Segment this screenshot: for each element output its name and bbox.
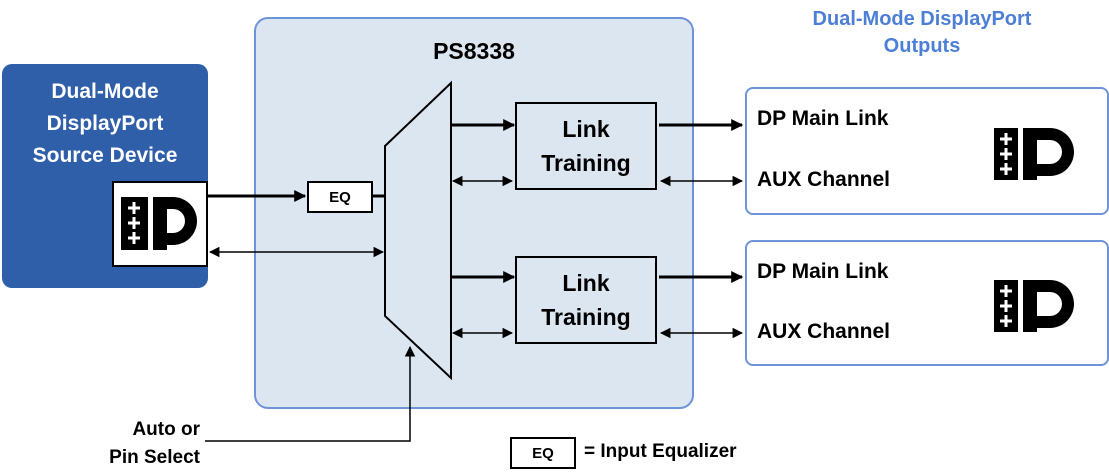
link-training-block-1: Link Training [515, 102, 657, 190]
multiplexer-icon [384, 80, 452, 381]
legend-eq-box: EQ [510, 437, 576, 469]
select-line-wire [205, 345, 416, 442]
output-box-2 [745, 240, 1109, 366]
eq-block: EQ [307, 181, 373, 213]
chip-label: PS8338 [433, 38, 515, 64]
output-1-main-link-label: DP Main Link [757, 107, 889, 130]
displayport-logo-icon [994, 280, 1074, 332]
displayport-logo-icon [121, 197, 197, 250]
source-displayport-logo [112, 181, 208, 267]
link-training-block-2: Link Training [515, 256, 657, 344]
output-1-aux-label: AUX Channel [757, 168, 891, 191]
output-1-displayport-logo [994, 126, 1084, 191]
output-2-displayport-logo [994, 278, 1084, 343]
outputs-title: Dual-Mode DisplayPort Outputs [812, 8, 1032, 57]
source-device-label: Dual-Mode DisplayPort Source Device [32, 80, 178, 167]
legend-text: = Input Equalizer [584, 441, 737, 462]
select-label: Auto or Pin Select [109, 419, 200, 468]
output-2-aux-label: AUX Channel [757, 320, 891, 343]
output-box-1 [745, 87, 1109, 215]
output-2-main-link-label: DP Main Link [757, 260, 889, 283]
displayport-logo-icon [994, 128, 1074, 180]
